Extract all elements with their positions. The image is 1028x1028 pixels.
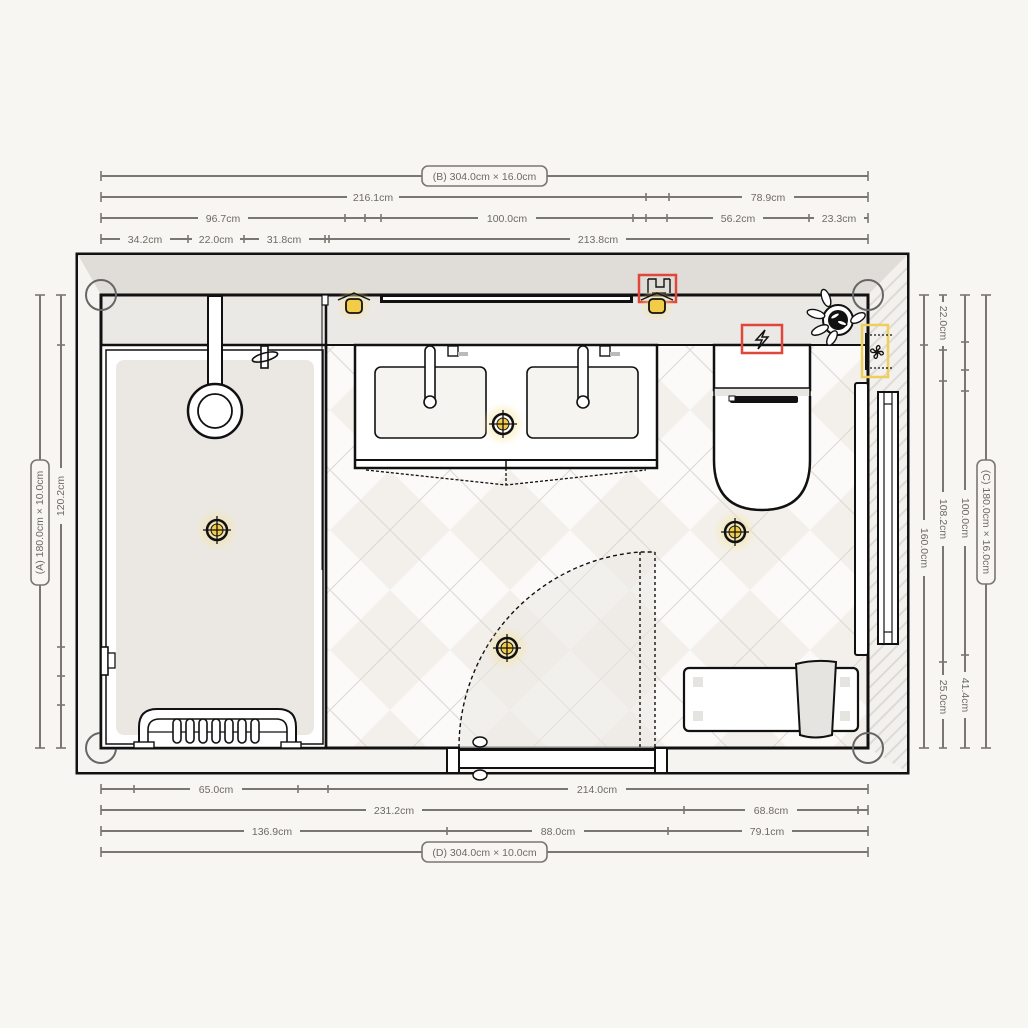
wall-b[interactable] bbox=[78, 255, 907, 295]
ceiling-light-door[interactable] bbox=[485, 626, 529, 670]
wall-b-dimension: (B) 304.0cm × 16.0cm bbox=[100, 165, 869, 187]
dim-96-7: 96.7cm bbox=[206, 213, 241, 225]
wall-a-label[interactable]: (A) 180.0cm × 10.0cm bbox=[34, 470, 46, 574]
dim-65-0: 65.0cm bbox=[199, 784, 234, 796]
radiator-icon[interactable] bbox=[133, 708, 302, 749]
right-dimensions: 160.0cm 22.0cm 108.2cm 25.0cm bbox=[916, 294, 996, 749]
left-dim-inner: 120.2cm bbox=[53, 294, 69, 749]
shower-valve-icon bbox=[251, 345, 279, 369]
faucet-left-icon bbox=[423, 345, 468, 409]
wall-d-label[interactable]: (D) 304.0cm × 10.0cm bbox=[432, 847, 536, 859]
door-swing-icon[interactable] bbox=[446, 551, 668, 781]
wall-c-dimension: (C) 180.0cm × 16.0cm bbox=[976, 294, 996, 749]
wall-light-left[interactable] bbox=[336, 287, 372, 323]
top-dim-row4: 34.2cm 22.0cm 31.8cm 213.8cm bbox=[100, 231, 869, 247]
faucet-right-icon bbox=[576, 345, 620, 409]
bench-icon[interactable] bbox=[682, 659, 860, 739]
wall-a[interactable] bbox=[78, 255, 101, 772]
dim-22-0-right: 22.0cm bbox=[937, 306, 949, 341]
top-dim-row3: 96.7cm 100.0cm 56.2cm 23.3cm bbox=[100, 210, 869, 226]
dim-214-0: 214.0cm bbox=[577, 784, 618, 796]
dim-25-0: 25.0cm bbox=[937, 680, 949, 715]
socket-icon bbox=[647, 278, 671, 294]
dim-231-2: 231.2cm bbox=[374, 805, 415, 817]
dim-108-2: 108.2cm bbox=[937, 499, 949, 540]
bottom-dim-row2: 231.2cm 68.8cm bbox=[100, 802, 869, 818]
ceiling-light-toilet[interactable] bbox=[713, 510, 757, 554]
wall-light-right[interactable] bbox=[639, 287, 675, 323]
dim-78-9: 78.9cm bbox=[751, 192, 786, 204]
exhaust-fan-marker[interactable] bbox=[860, 323, 892, 379]
dim-31-8: 31.8cm bbox=[267, 234, 302, 246]
dim-23-3: 23.3cm bbox=[822, 213, 857, 225]
wall-c-label[interactable]: (C) 180.0cm × 16.0cm bbox=[980, 470, 992, 574]
wall-ledge bbox=[101, 295, 868, 345]
power-outlet-marker[interactable] bbox=[740, 323, 784, 355]
top-dimensions: (B) 304.0cm × 16.0cm 216.1cm 78.9cm bbox=[100, 165, 869, 247]
room bbox=[75, 252, 910, 781]
rain-shower-head-icon bbox=[186, 295, 244, 440]
toilet-icon[interactable] bbox=[712, 343, 812, 512]
door-handle-outside[interactable] bbox=[472, 769, 488, 781]
bottom-dim-row3: 136.9cm 88.0cm 79.1cm bbox=[100, 823, 869, 839]
ceiling-light-shower[interactable] bbox=[195, 508, 239, 552]
ceiling-light-vanity[interactable] bbox=[481, 402, 525, 446]
dim-120-2: 120.2cm bbox=[55, 476, 67, 517]
dim-68-8: 68.8cm bbox=[754, 805, 789, 817]
wall-a-dimension: (A) 180.0cm × 10.0cm bbox=[30, 294, 50, 749]
right-dim-col2: 22.0cm 108.2cm 25.0cm bbox=[935, 294, 951, 749]
fan-icon bbox=[869, 344, 885, 360]
dim-22-0: 22.0cm bbox=[199, 234, 234, 246]
right-dim-col1: 160.0cm bbox=[916, 294, 932, 749]
dim-88-0: 88.0cm bbox=[541, 826, 576, 838]
dim-41-4: 41.4cm bbox=[959, 678, 971, 713]
bottom-dim-row1: 65.0cm 214.0cm bbox=[100, 781, 869, 797]
dim-100-0: 100.0cm bbox=[487, 213, 528, 225]
bottom-dimensions: 65.0cm 214.0cm 231.2cm 68.8cm 136.9cm 88… bbox=[100, 781, 869, 863]
plant-icon[interactable] bbox=[806, 288, 867, 347]
dim-160-0: 160.0cm bbox=[918, 528, 930, 569]
lightning-icon bbox=[754, 329, 770, 350]
dim-136-9: 136.9cm bbox=[252, 826, 293, 838]
towel-icon bbox=[794, 659, 838, 739]
wall-d-dimension: (D) 304.0cm × 10.0cm bbox=[100, 841, 869, 863]
dim-213-8: 213.8cm bbox=[578, 234, 619, 246]
dim-56-2: 56.2cm bbox=[721, 213, 756, 225]
shower-door-handle[interactable] bbox=[100, 646, 109, 676]
dim-34-2: 34.2cm bbox=[128, 234, 163, 246]
dim-216-1: 216.1cm bbox=[353, 192, 394, 204]
left-dimensions: (A) 180.0cm × 10.0cm 120.2cm bbox=[30, 294, 69, 749]
wall-b-label[interactable]: (B) 304.0cm × 16.0cm bbox=[433, 171, 537, 183]
top-dim-row2: 216.1cm 78.9cm bbox=[100, 189, 869, 205]
dim-79-1: 79.1cm bbox=[750, 826, 785, 838]
right-dim-col3: 100.0cm 41.4cm bbox=[957, 294, 973, 749]
dim-100-0-right: 100.0cm bbox=[959, 498, 971, 539]
towel-rail-icon[interactable] bbox=[854, 382, 899, 656]
door-handle-inside[interactable] bbox=[472, 736, 488, 748]
